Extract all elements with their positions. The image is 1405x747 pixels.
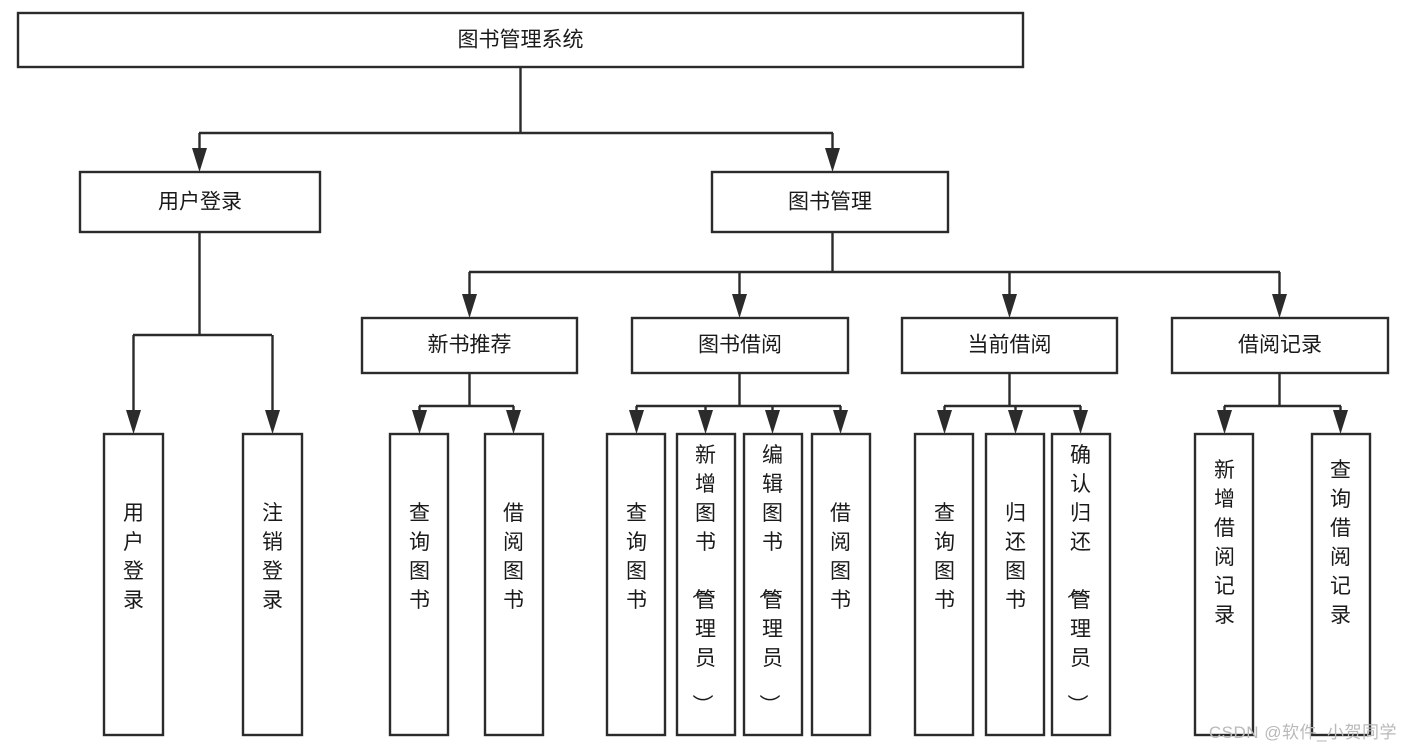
connector-layer: [126, 67, 1348, 434]
arrowhead-leaf-add-borrow-record: [1217, 410, 1232, 434]
arrowhead-leaf-add-book-admin: [698, 410, 713, 434]
node-leaf-confirm-return-admin[interactable]: 确认归还（管理员）: [1050, 432, 1112, 737]
node-leaf-query-book-borrow[interactable]: 查询图书: [605, 432, 667, 737]
arrowhead-leaf-query-book-borrow: [629, 410, 644, 434]
node-leaf-query-borrow-record-label: 查询借阅记录: [1330, 459, 1351, 627]
arrowhead-leaf-confirm-return-admin: [1073, 410, 1088, 434]
arrowhead-leaf-user-login: [126, 410, 141, 434]
node-leaf-add-book-admin[interactable]: 新增图书（管理员）: [675, 432, 737, 737]
arrowhead-leaf-return-book: [1008, 410, 1023, 434]
node-leaf-edit-book-admin-label: 编辑图书（管理员）: [757, 444, 783, 715]
node-new-book-recommend[interactable]: 新书推荐: [360, 316, 579, 375]
arrowhead-leaf-user-logout: [265, 410, 280, 434]
arrowhead-book-borrow: [732, 294, 747, 318]
node-current-borrow[interactable]: 当前借阅: [900, 316, 1119, 375]
node-leaf-query-book-current[interactable]: 查询图书: [913, 432, 975, 737]
node-leaf-edit-book-admin[interactable]: 编辑图书（管理员）: [742, 432, 804, 737]
node-root[interactable]: 图书管理系统: [16, 11, 1025, 69]
arrowhead-current-borrow: [1002, 294, 1017, 318]
arrowhead-leaf-borrow-book: [833, 410, 848, 434]
node-leaf-return-book-label: 归还图书: [1005, 502, 1026, 612]
arrowhead-leaf-query-borrow-record: [1333, 410, 1348, 434]
node-leaf-query-book-recommend-label: 查询图书: [409, 502, 430, 612]
node-leaf-return-book[interactable]: 归还图书: [984, 432, 1046, 737]
arrowhead-leaf-borrow-book-recommend: [506, 410, 521, 434]
node-book-borrow-label: 图书借阅: [698, 334, 782, 357]
node-leaf-user-login[interactable]: 用户登录: [102, 432, 165, 737]
node-leaf-query-borrow-record[interactable]: 查询借阅记录: [1310, 432, 1372, 737]
arrowhead-user-login: [192, 148, 207, 172]
node-leaf-add-book-admin-label: 新增图书（管理员）: [690, 444, 716, 715]
node-leaf-query-book-borrow-label: 查询图书: [626, 502, 647, 612]
node-current-borrow-label: 当前借阅: [968, 334, 1052, 357]
node-leaf-add-borrow-record[interactable]: 新增借阅记录: [1193, 432, 1255, 737]
node-book-manage[interactable]: 图书管理: [710, 170, 950, 234]
arrowhead-borrow-record: [1272, 294, 1287, 318]
node-borrow-record[interactable]: 借阅记录: [1170, 316, 1390, 375]
node-leaf-add-borrow-record-label: 新增借阅记录: [1214, 459, 1235, 627]
node-user-login[interactable]: 用户登录: [78, 170, 322, 234]
node-book-manage-label: 图书管理: [788, 191, 872, 214]
node-leaf-user-login-label: 用户登录: [123, 502, 144, 612]
node-user-login-label: 用户登录: [158, 191, 242, 214]
node-book-borrow[interactable]: 图书借阅: [630, 316, 850, 375]
node-leaf-borrow-book-recommend[interactable]: 借阅图书: [483, 432, 545, 737]
arrowhead-new-book-recommend: [462, 294, 477, 318]
node-leaf-borrow-book-recommend-label: 借阅图书: [503, 502, 524, 612]
arrowhead-leaf-query-book-current: [937, 410, 952, 434]
node-borrow-record-label: 借阅记录: [1238, 334, 1322, 357]
arrowhead-leaf-edit-book-admin: [765, 410, 780, 434]
node-leaf-user-logout[interactable]: 注销登录: [241, 432, 304, 737]
node-leaf-borrow-book-label: 借阅图书: [830, 502, 851, 612]
arrowhead-book-manage: [825, 148, 840, 172]
node-root-label: 图书管理系统: [458, 29, 584, 52]
node-layer: 图书管理系统 用户登录 图书管理 新书推荐 图书借阅 当前: [16, 11, 1390, 737]
node-leaf-confirm-return-admin-label: 确认归还（管理员）: [1065, 444, 1091, 715]
node-leaf-user-logout-label: 注销登录: [262, 502, 283, 612]
node-leaf-query-book-recommend[interactable]: 查询图书: [388, 432, 450, 737]
node-leaf-query-book-current-label: 查询图书: [934, 502, 955, 612]
node-leaf-borrow-book[interactable]: 借阅图书: [810, 432, 872, 737]
csdn-watermark: CSDN @软件_小贺同学: [1208, 723, 1397, 742]
arrowhead-leaf-query-book-recommend: [412, 410, 427, 434]
node-new-book-recommend-label: 新书推荐: [428, 334, 512, 357]
